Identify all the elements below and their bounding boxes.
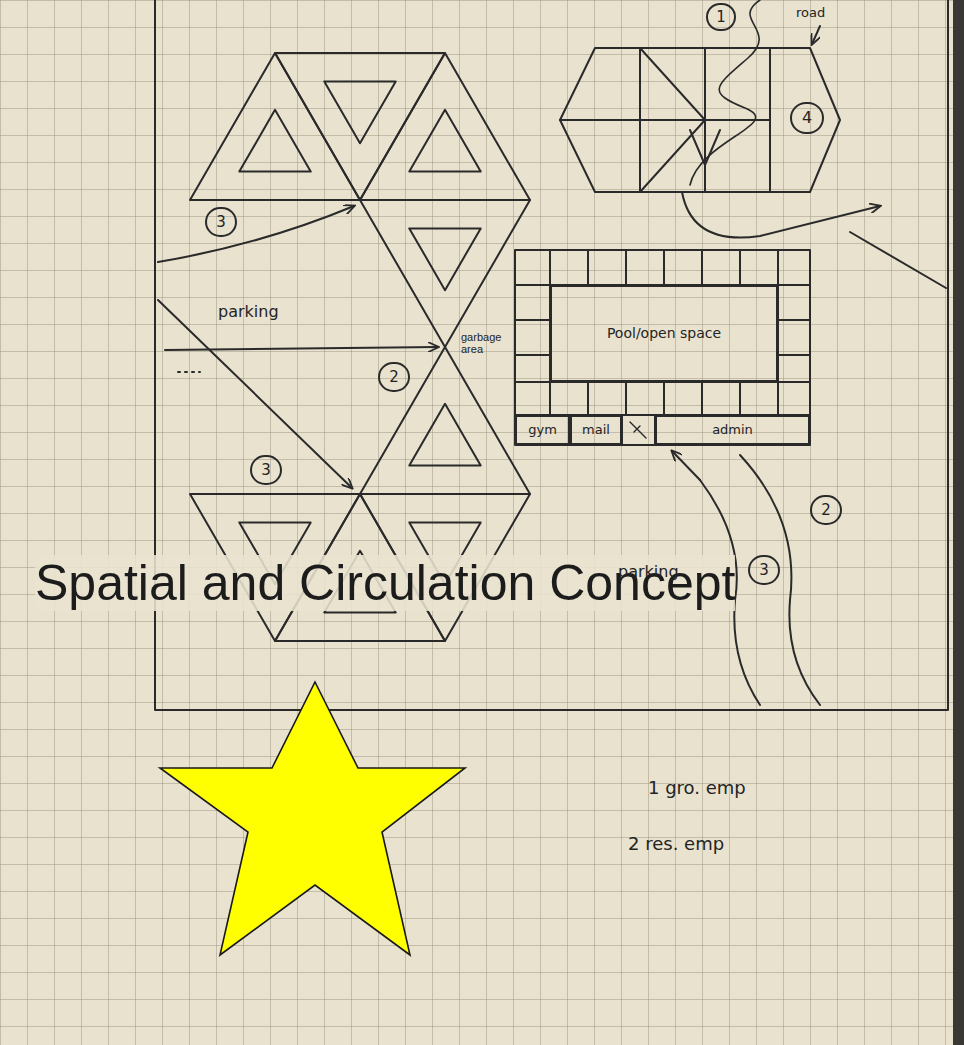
- circulation-arrow: [158, 300, 352, 488]
- room-label: gym: [528, 423, 557, 437]
- callout-number: 4: [790, 102, 824, 134]
- prism-building: [560, 48, 840, 192]
- slide-title: Spatial and Circulation Concept: [35, 552, 755, 614]
- road-label: road: [796, 6, 825, 21]
- garbage-label: garbage area: [461, 331, 511, 355]
- entry-arrow: [672, 451, 700, 480]
- dotted-mark: [178, 371, 200, 373]
- room-cell: mail: [570, 415, 622, 445]
- path-line: [740, 455, 820, 705]
- courtyard-space: Pool/open space: [550, 285, 778, 382]
- star-shape: [160, 682, 465, 955]
- room-label: mail: [582, 423, 610, 437]
- callout-number: 1: [706, 3, 736, 31]
- road-line: [690, 0, 760, 185]
- parking-label: parking: [618, 563, 679, 581]
- room-cell: admin: [655, 415, 810, 445]
- room-label: admin: [712, 423, 753, 437]
- callout-number: 2: [810, 495, 842, 525]
- circulation-arrow: [158, 206, 354, 262]
- note-text: 1 gro. emp: [648, 778, 746, 799]
- parking-label: parking: [218, 303, 279, 321]
- circulation-arrow: [682, 192, 880, 238]
- notebook-binding: [953, 0, 964, 1045]
- callout-number: 2: [378, 362, 410, 392]
- courtyard-building: [515, 250, 810, 445]
- room-label: Pool/open space: [607, 326, 721, 341]
- room-cell: gym: [515, 415, 570, 445]
- callout-number: 3: [748, 555, 780, 585]
- callout-number: 3: [205, 207, 237, 237]
- note-text: 2 res. emp: [628, 834, 724, 855]
- callout-number: 3: [250, 455, 282, 485]
- leader-arrow: [812, 26, 820, 44]
- road-line: [850, 232, 946, 288]
